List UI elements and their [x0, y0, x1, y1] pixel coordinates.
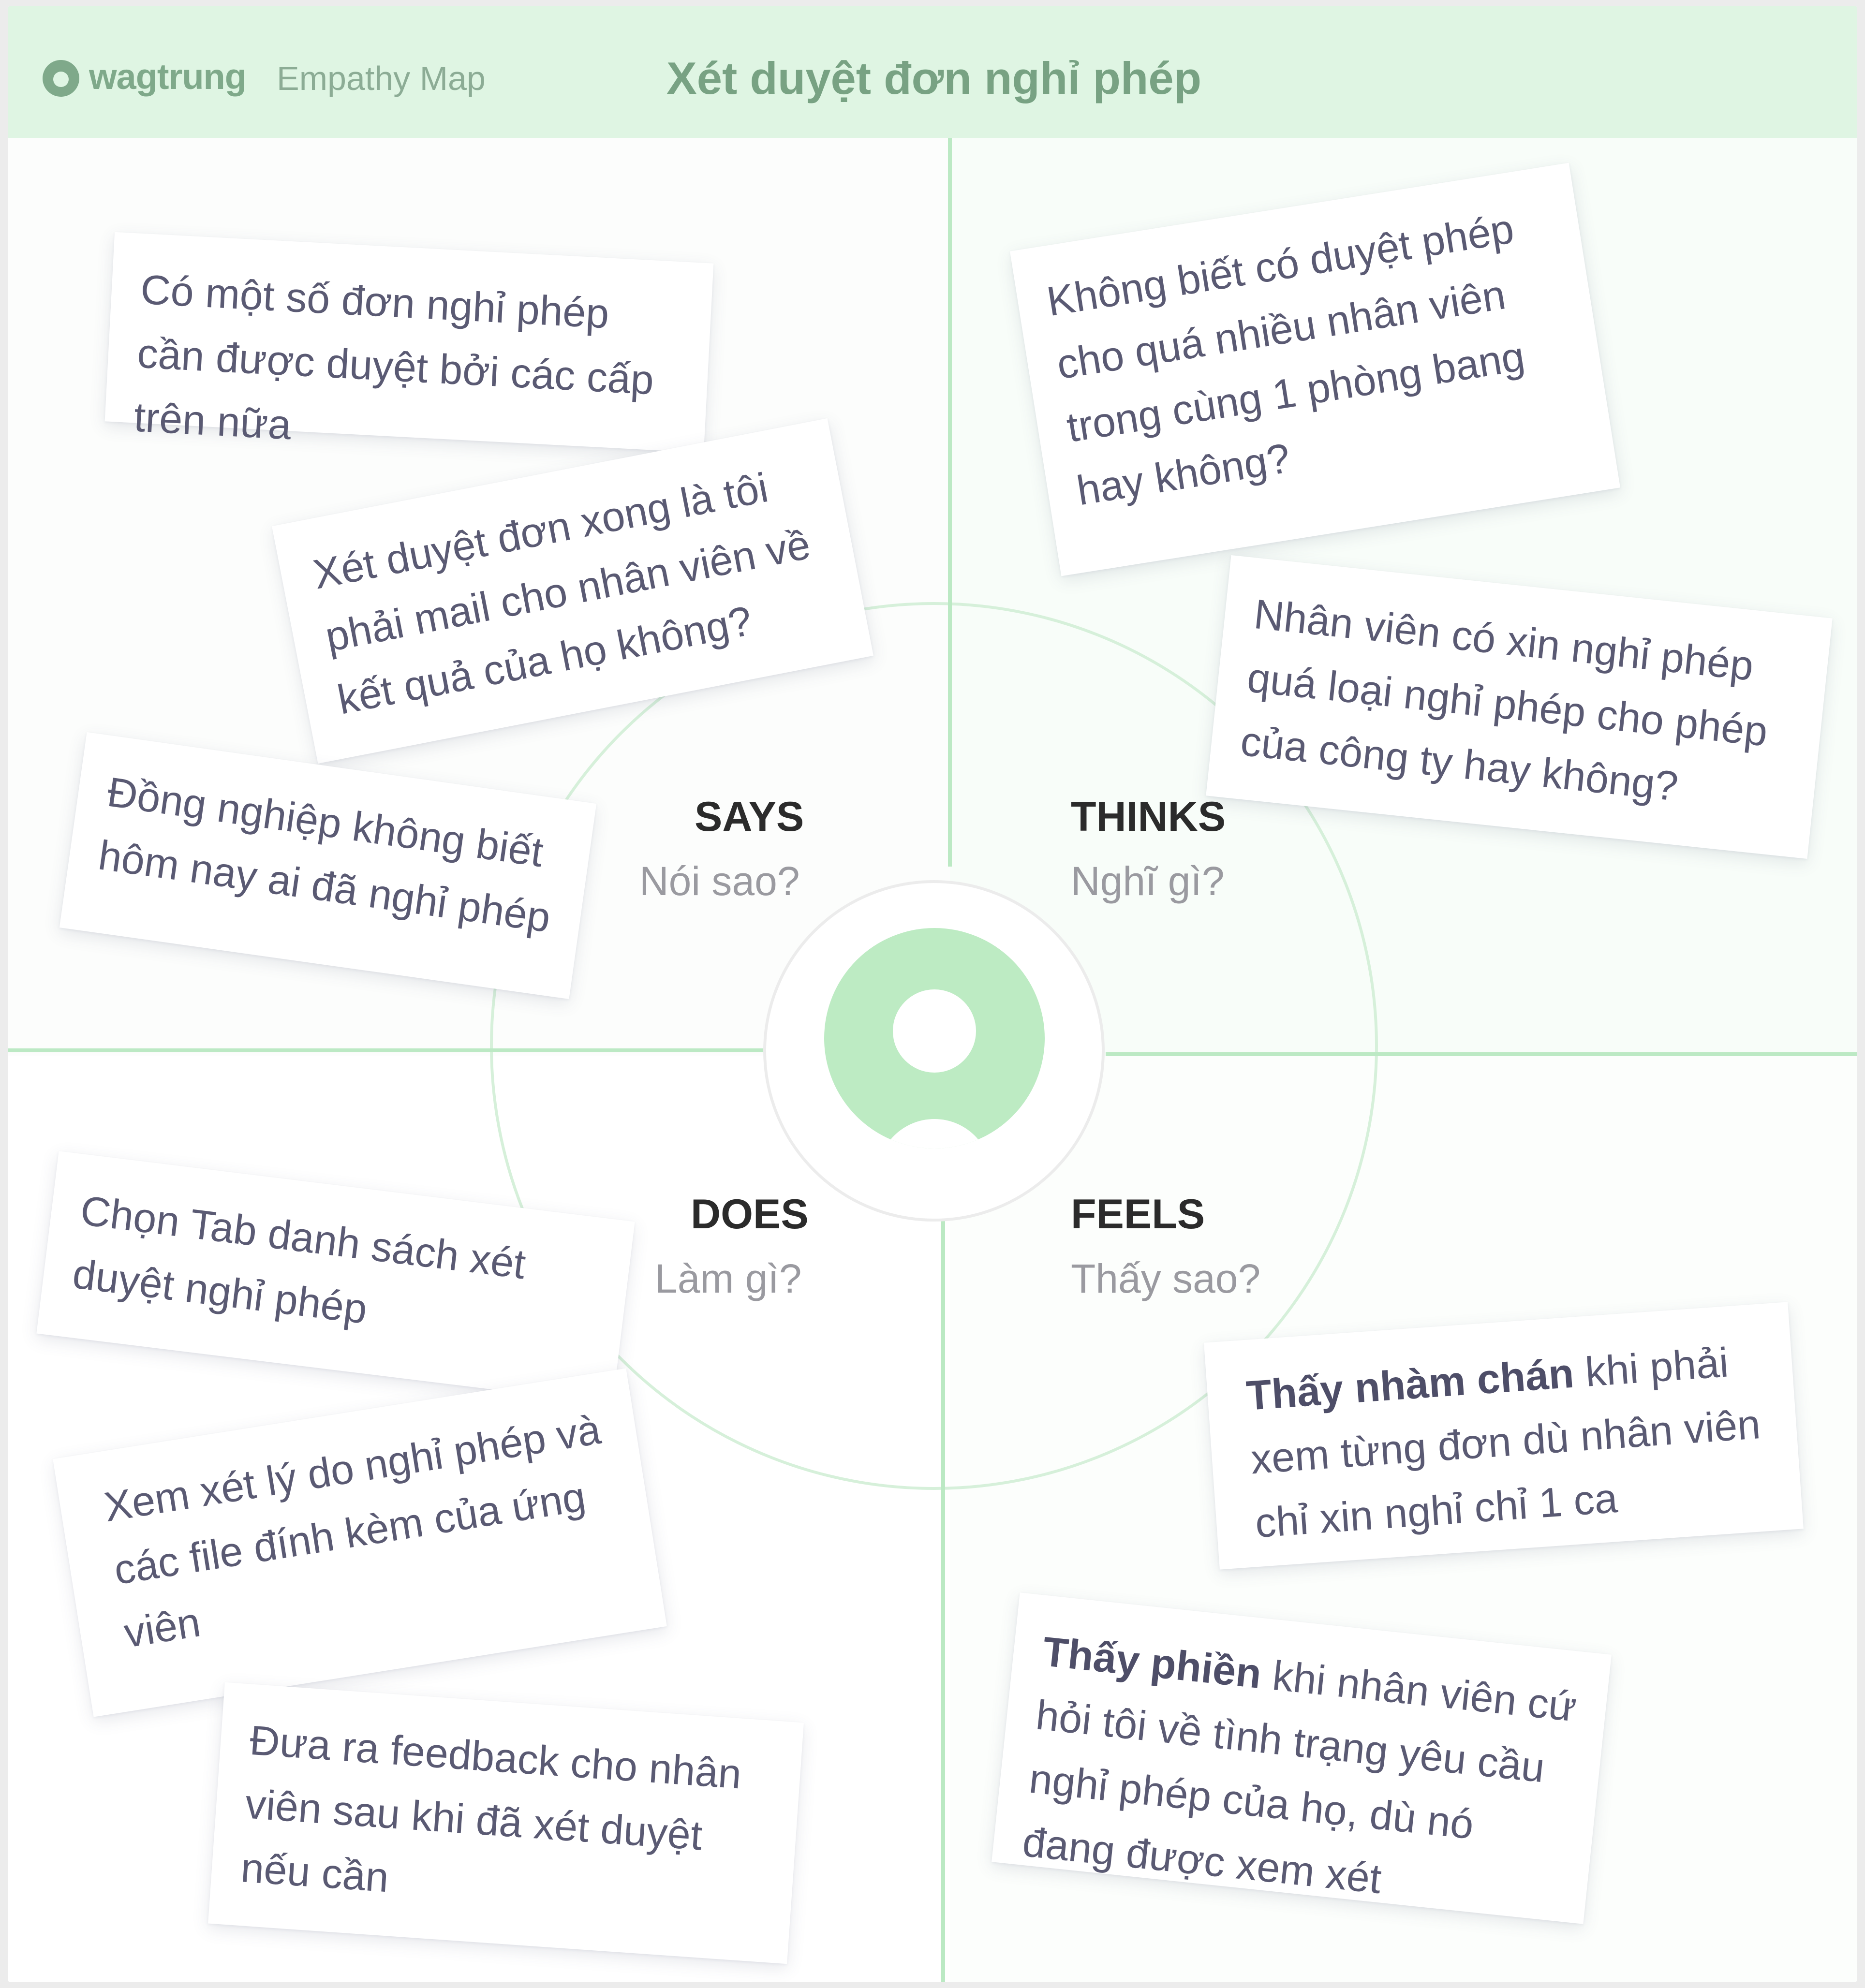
note-text: Không biết có duyệt phép cho quá nhiều n…	[1043, 205, 1528, 515]
note-text: khi nhân viên cứ hỏi tôi về tình trạng y…	[1020, 1651, 1579, 1903]
note-text: Đưa ra feedback cho nhân viên sau khi đã…	[239, 1717, 743, 1901]
page-title: Xét duyệt đơn nghỉ phép	[666, 53, 1202, 103]
label-feels: FEELS	[1071, 1191, 1205, 1237]
outer-ring	[490, 602, 1378, 1490]
note-text: Xem xét lý do nghỉ phép và các file đính…	[101, 1406, 604, 1657]
label-says: SAYS	[695, 794, 804, 840]
ring-logo-icon	[43, 60, 79, 97]
label-does: DOES	[691, 1191, 809, 1237]
note-emphasis: Thấy phiền	[1040, 1628, 1264, 1698]
note-text: Chọn Tab danh sách xét duyệt nghỉ phép	[70, 1187, 528, 1333]
question-does: Làm gì?	[655, 1256, 802, 1301]
empathy-map-board: wagtrung Empathy Map Xét duyệt đơn nghỉ …	[8, 6, 1857, 1982]
header-bar: wagtrung Empathy Map Xét duyệt đơn nghỉ …	[8, 6, 1857, 138]
label-thinks: THINKS	[1071, 794, 1226, 840]
brand-name: wagtrung	[89, 57, 247, 97]
sticky-note[interactable]: Có một số đơn nghỉ phép cần được duyệt b…	[104, 232, 714, 453]
question-says: Nói sao?	[639, 858, 800, 904]
note-emphasis: Thấy nhàm chán	[1244, 1350, 1576, 1419]
sticky-note[interactable]: Đưa ra feedback cho nhân viên sau khi đã…	[208, 1682, 804, 1964]
product-name: Empathy Map	[277, 59, 486, 97]
note-text: Nhân viên có xin nghỉ phép quá loại nghỉ…	[1238, 590, 1770, 810]
question-feels: Thấy sao?	[1071, 1256, 1261, 1301]
note-text: Đồng nghiệp không biết hôm nay ai đã ngh…	[95, 768, 553, 942]
sticky-note[interactable]: Thấy nhàm chán khi phải xem từng đơn dù …	[1204, 1302, 1804, 1570]
note-text: Có một số đơn nghỉ phép cần được duyệt b…	[133, 266, 655, 449]
question-thinks: Nghĩ gì?	[1071, 858, 1225, 904]
map-structure	[8, 138, 1857, 1982]
